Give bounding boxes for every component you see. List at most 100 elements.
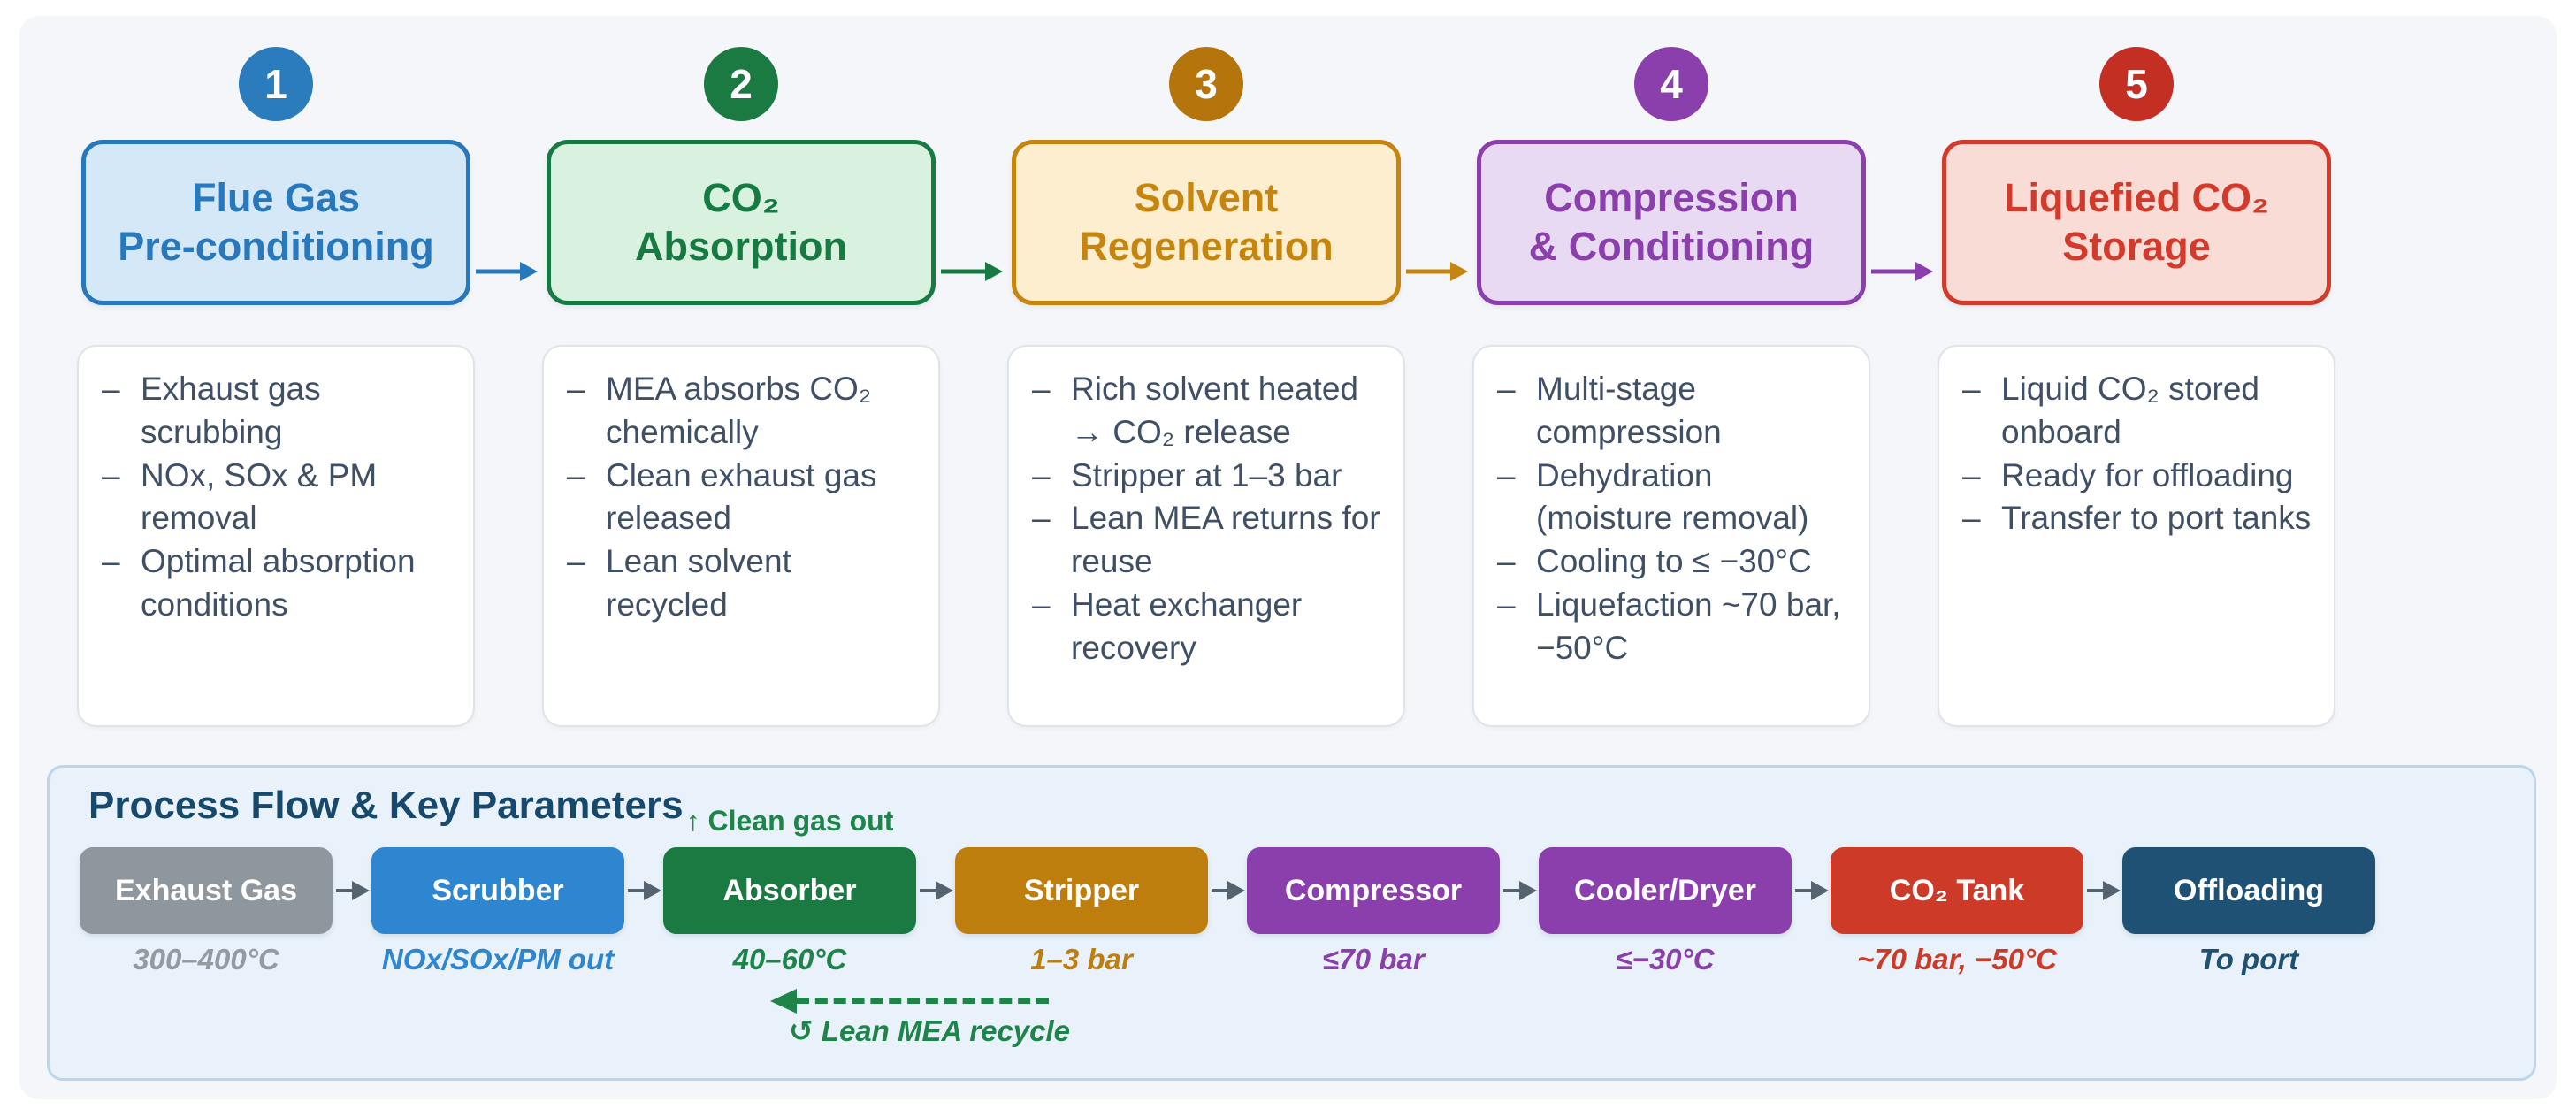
detail-item: –Exhaust gas scrubbing <box>102 368 455 455</box>
arrow-right-icon <box>476 262 538 281</box>
arrow-right-icon <box>1406 262 1468 281</box>
bullet-dash: – <box>567 371 585 407</box>
stage-number-badge: 4 <box>1634 47 1708 121</box>
detail-text: Transfer to port tanks <box>2001 500 2312 537</box>
flow-step-box: Exhaust Gas <box>80 847 333 934</box>
stage-title-line: & Conditioning <box>1528 223 1815 269</box>
detail-item: –Ready for offloading <box>1962 455 2316 498</box>
clean-gas-out-annotation: ↑ Clean gas out <box>685 805 894 837</box>
bullet-dash: – <box>1497 586 1516 624</box>
detail-text: Optimal absorption conditions <box>141 543 416 624</box>
detail-item: –Rich solvent heated → CO₂ release <box>1032 368 1386 455</box>
bullet-dash: – <box>102 456 120 493</box>
detail-item: –Transfer to port tanks <box>1962 497 2316 540</box>
detail-text: NOx, SOx & PM removal <box>141 456 378 537</box>
detail-text: Lean MEA returns for reuse <box>1071 500 1380 580</box>
detail-text: Stripper at 1–3 bar <box>1071 456 1342 493</box>
stage-number-badge: 3 <box>1169 47 1243 121</box>
stage-title-box: Compression& Conditioning <box>1477 140 1866 305</box>
lean-mea-recycle-annotation: ↺ Lean MEA recycle <box>788 1014 1071 1047</box>
flow-step-param: ≤−30°C <box>1616 943 1715 975</box>
arrow-right-icon <box>2087 881 2121 900</box>
stage-number-badge: 5 <box>2099 47 2174 121</box>
bullet-dash: – <box>1032 371 1051 407</box>
detail-text: Clean exhaust gas released <box>606 456 877 537</box>
stage-connector-arrow <box>474 253 538 290</box>
arrow-left-icon <box>770 989 797 1014</box>
detail-item: –Liquefaction ~70 bar, −50°C <box>1497 584 1851 670</box>
stage-title-line: Solvent <box>1134 174 1279 220</box>
flow-connector-arrow <box>624 879 663 902</box>
bullet-dash: – <box>1032 586 1051 624</box>
stage-title-line: CO₂ <box>702 174 780 220</box>
detail-text: Ready for offloading <box>2001 456 2294 493</box>
bullet-dash: – <box>1962 456 1981 493</box>
detail-text: Liquefaction ~70 bar, −50°C <box>1536 586 1841 666</box>
flow-step-box: Compressor <box>1247 847 1500 934</box>
stage-title-line: Absorption <box>635 223 847 269</box>
detail-text: Cooling to ≤ −30°C <box>1536 543 1812 580</box>
stage-detail-card: –Multi-stage compression–Dehydration (mo… <box>1472 345 1870 727</box>
detail-text: Liquid CO₂ stored onboard <box>2001 371 2260 450</box>
flow-step-param: To port <box>2198 943 2299 975</box>
stage-number-badge: 2 <box>704 47 778 121</box>
bullet-dash: – <box>102 371 120 407</box>
flow-step-box: CO₂ Tank <box>1831 847 2083 934</box>
detail-item: –MEA absorbs CO₂ chemically <box>567 368 921 455</box>
bullet-dash: – <box>1962 371 1981 407</box>
detail-item: –Multi-stage compression <box>1497 368 1851 455</box>
stage-detail-card: –Exhaust gas scrubbing–NOx, SOx & PM rem… <box>77 345 475 727</box>
detail-text: Rich solvent heated → CO₂ release <box>1071 371 1358 450</box>
bullet-dash: – <box>102 543 120 580</box>
flow-step-param: 300–400°C <box>133 943 279 975</box>
stage-title-line: Pre-conditioning <box>118 223 434 269</box>
stage-connector-arrow <box>939 253 1003 290</box>
arrow-right-icon <box>941 262 1003 281</box>
bullet-dash: – <box>1497 371 1516 407</box>
stage-title-line: Flue Gas <box>191 174 361 220</box>
detail-text: Lean solvent recycled <box>606 543 791 624</box>
flow-connector-arrow <box>1500 879 1539 902</box>
process-flow-panel: Process Flow & Key Parameters ↑ Clean ga… <box>47 765 2536 1081</box>
stage-title-line: Regeneration <box>1079 223 1334 269</box>
detail-text: Exhaust gas scrubbing <box>141 371 321 450</box>
detail-item: –Liquid CO₂ stored onboard <box>1962 368 2316 455</box>
detail-text: Dehydration (moisture removal) <box>1536 456 1809 537</box>
arrow-right-icon <box>1503 881 1537 900</box>
flow-step-box: Absorber <box>663 847 916 934</box>
arrow-right-icon <box>1871 262 1933 281</box>
detail-item: –Dehydration (moisture removal) <box>1497 455 1851 541</box>
stage-detail-card: –Liquid CO₂ stored onboard–Ready for off… <box>1938 345 2335 727</box>
arrow-right-icon <box>628 881 661 900</box>
detail-item: –Heat exchanger recovery <box>1032 584 1386 670</box>
stage-title-line: Storage <box>2062 223 2211 269</box>
flow-step-box: Stripper <box>955 847 1208 934</box>
detail-item: –Stripper at 1–3 bar <box>1032 455 1386 498</box>
arrow-right-icon <box>920 881 953 900</box>
detail-item: –Lean solvent recycled <box>567 540 921 627</box>
stage-detail-card: –Rich solvent heated → CO₂ release–Strip… <box>1007 345 1405 727</box>
detail-text: Multi-stage compression <box>1536 371 1722 450</box>
arrow-right-icon <box>336 881 370 900</box>
flow-connector-arrow <box>1208 879 1247 902</box>
bullet-dash: – <box>1962 500 1981 537</box>
flow-step-param: 40–60°C <box>732 943 847 975</box>
bullet-dash: – <box>1032 500 1051 537</box>
detail-item: –NOx, SOx & PM removal <box>102 455 455 541</box>
detail-item: –Clean exhaust gas released <box>567 455 921 541</box>
bullet-dash: – <box>1497 543 1516 580</box>
flow-step-box: Cooler/Dryer <box>1539 847 1792 934</box>
stage-title-line: Liquefied CO₂ <box>2004 174 2269 220</box>
flow-step-param: ≤70 bar <box>1322 943 1425 975</box>
detail-text: Heat exchanger recovery <box>1071 586 1303 666</box>
flow-connector-arrow <box>2083 879 2122 902</box>
